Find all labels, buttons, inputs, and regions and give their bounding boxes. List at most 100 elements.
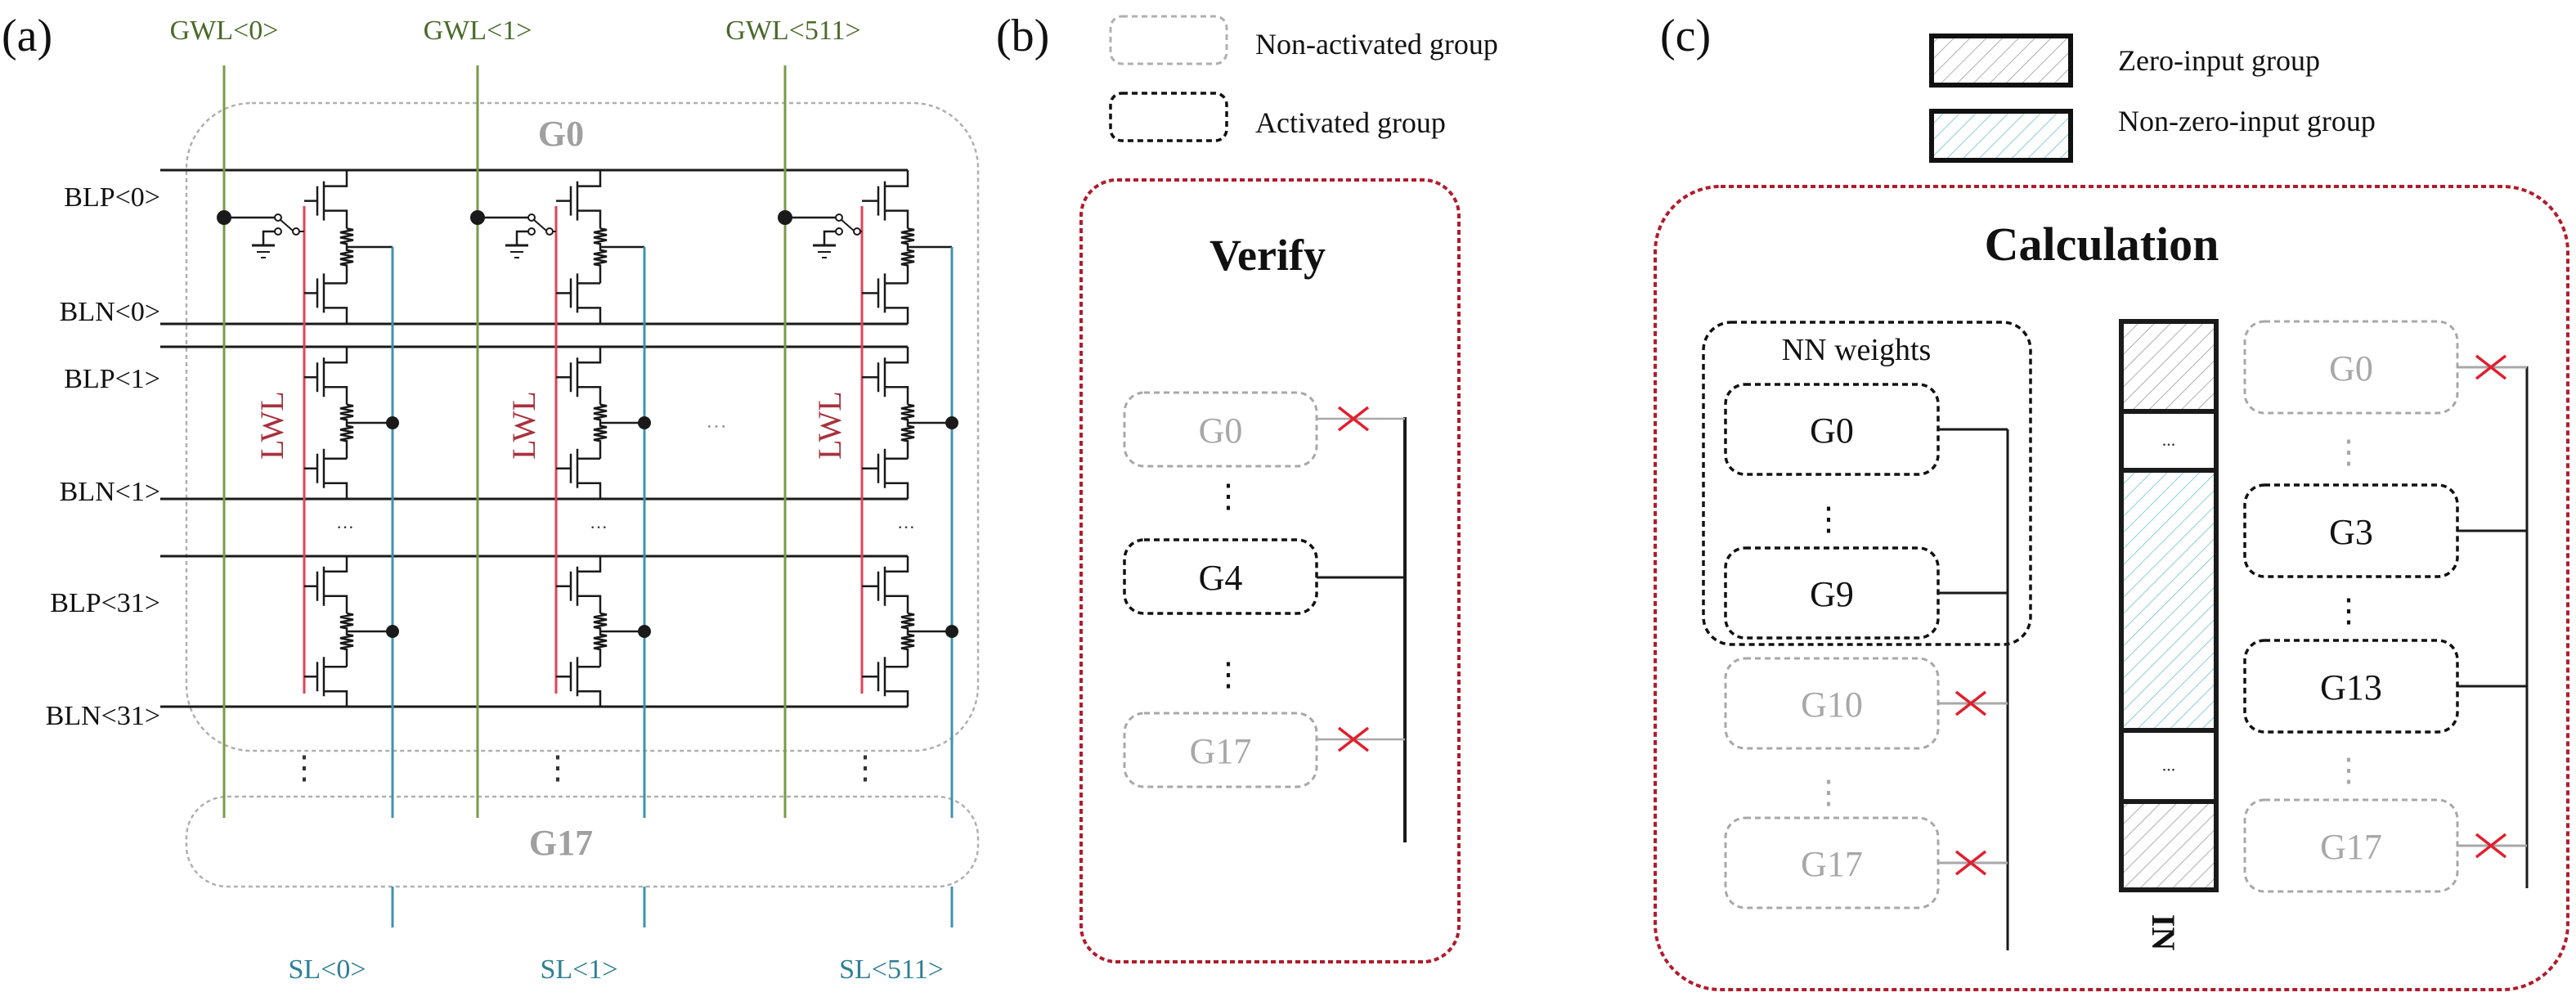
vertical-ellipsis: ⋮ — [1812, 774, 1845, 811]
transistor-gate — [304, 186, 319, 216]
row-label-bln31: BLN<31> — [46, 701, 160, 731]
nn-weights-frame — [1702, 321, 2032, 646]
transistor-gate — [556, 362, 572, 393]
transistor-icon — [883, 170, 909, 229]
group-g0-label: G0 — [538, 114, 584, 154]
transistor-gate — [304, 362, 319, 393]
transistor-icon — [576, 170, 602, 229]
sl-label-0: SL<0> — [288, 954, 366, 985]
transistor-icon — [322, 448, 348, 499]
transistor-icon — [322, 170, 348, 229]
input-segment-ellipsis: ... — [2162, 755, 2176, 775]
transistor-gate — [304, 571, 319, 601]
transistor-icon — [883, 556, 909, 613]
resistor-icon — [593, 227, 608, 284]
transistor-icon — [883, 448, 909, 499]
lwl-label: LWL — [254, 391, 290, 460]
row-label-blp0: BLP<0> — [64, 182, 160, 213]
input-segment-ellipsis: ... — [2162, 429, 2176, 450]
switch-terminal — [527, 227, 536, 236]
panel-a-crossbar-array: (a) GWL<0> GWL<1> GWL<511> G0 G17 BLP<0>… — [2, 11, 980, 985]
junction-dot — [638, 625, 651, 638]
input-vector-column: ...... — [2119, 319, 2219, 892]
transistor-icon — [322, 657, 348, 707]
resistor-icon — [339, 612, 354, 667]
junction-dot — [386, 625, 399, 638]
transistor-gate — [862, 453, 880, 483]
transistor-gate — [556, 453, 572, 483]
disconnect-cross-icon — [1337, 406, 1370, 432]
transistor-gate — [556, 571, 572, 601]
transistor-icon — [322, 347, 348, 405]
verify-group-g0-label: G0 — [1199, 411, 1243, 451]
input-segment-zero — [2119, 319, 2219, 414]
row-label-blp31: BLP<31> — [50, 588, 160, 618]
verify-group-g4-label: G4 — [1199, 558, 1243, 598]
junction-dot — [386, 416, 399, 429]
left-group-g10-label: G10 — [1801, 685, 1863, 725]
transistor-icon — [883, 657, 909, 707]
right-group-g13-label: G13 — [2320, 667, 2382, 707]
resistor-icon — [900, 612, 915, 667]
panel-c-label: (c) — [1660, 11, 1711, 61]
panel-b-verify: (b) Non-activated group Activated group … — [996, 11, 1498, 963]
switch-terminal — [274, 227, 282, 236]
transistor-gate — [862, 362, 880, 393]
panel-a-label: (a) — [2, 11, 52, 61]
verify-group-g0-box — [1123, 391, 1318, 468]
gwl-label-1: GWL<1> — [424, 16, 532, 46]
transistor-gate — [862, 571, 880, 601]
sl-label-511: SL<511> — [839, 954, 944, 985]
input-segment-zero — [2119, 799, 2219, 892]
panel-b-label: (b) — [996, 11, 1049, 61]
verify-group-g17-label: G17 — [1190, 731, 1252, 771]
transistor-gate — [556, 278, 572, 308]
resistor-icon — [900, 403, 915, 459]
transistor-gate — [304, 662, 319, 692]
disconnect-cross-icon — [1337, 726, 1370, 752]
group-ellipsis: ⋮ — [288, 749, 321, 786]
vertical-ellipsis: ⋮ — [2332, 592, 2365, 629]
verify-frame — [1079, 178, 1461, 963]
transistor-icon — [883, 347, 909, 405]
lwl-label: LWL — [811, 391, 848, 460]
nn-weights-label: NN weights — [1782, 333, 1932, 367]
transistor-gate — [556, 662, 572, 692]
disconnect-cross-icon — [2475, 833, 2507, 859]
legend-zero-swatch — [1929, 34, 2073, 88]
left-group-g0-label: G0 — [1810, 411, 1854, 451]
legend-nonzero-text: Non-zero-input group — [2118, 105, 2376, 137]
row-label-bln1: BLN<1> — [60, 477, 160, 507]
legend-active-text: Activated group — [1255, 106, 1446, 139]
crossbar-circuit: LWL···⋮LWL···⋮LWL···⋮··· — [160, 65, 958, 927]
transistor-icon — [322, 556, 348, 613]
sl-label-1: SL<1> — [540, 954, 617, 985]
vertical-ellipsis: ⋮ — [1212, 656, 1245, 693]
input-segment-ellipsis — [2119, 409, 2219, 473]
calculation-title: Calculation — [1985, 218, 2219, 271]
transistor-icon — [576, 448, 602, 499]
transistor-gate — [862, 662, 880, 692]
disconnect-cross-icon — [1954, 690, 1987, 716]
gwl-label-511: GWL<511> — [725, 16, 861, 46]
legend-nonzero-swatch — [1929, 109, 2073, 163]
junction-dot — [945, 625, 958, 638]
verify-title: Verify — [1209, 231, 1326, 280]
legend-inactive-swatch — [1109, 15, 1228, 65]
disconnect-cross-icon — [1954, 850, 1987, 876]
row-label-blp1: BLP<1> — [64, 364, 160, 394]
row-ellipsis: ··· — [336, 517, 354, 537]
switch-terminal — [835, 227, 843, 236]
switch-terminal — [853, 227, 861, 236]
junction-dot — [945, 416, 958, 429]
transistor-icon — [883, 273, 909, 324]
column-ellipsis: ··· — [706, 415, 727, 438]
row-ellipsis: ··· — [590, 517, 608, 537]
right-group-g0-label: G0 — [2329, 348, 2373, 388]
junction-dot — [638, 416, 651, 429]
transistor-gate — [556, 186, 572, 216]
transistor-icon — [576, 347, 602, 405]
